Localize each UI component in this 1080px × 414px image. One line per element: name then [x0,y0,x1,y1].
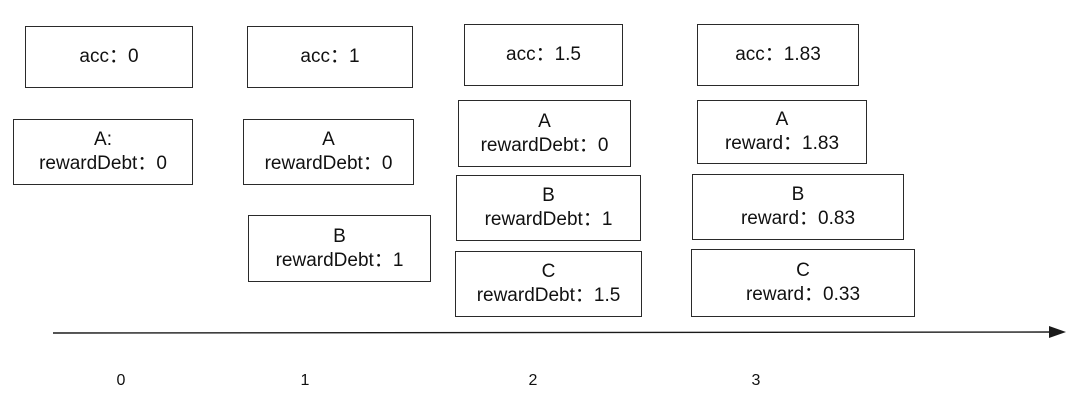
acc-box-0: acc：0 [25,26,193,88]
user-c-box-2: C rewardDebt：1.5 [455,251,642,317]
acc-label: acc：1.5 [506,44,581,65]
user-name: C [796,260,810,281]
acc-label: acc：1.83 [735,44,821,65]
user-name: A [775,109,789,130]
user-detail: rewardDebt：1.5 [476,285,621,306]
user-name: A [538,110,551,132]
user-detail: reward：0.83 [740,208,856,229]
user-detail: rewardDebt：0 [480,134,609,156]
user-a-box-3: A reward：1.83 [697,100,867,164]
user-detail: reward：0.33 [745,284,861,305]
acc-label: acc：0 [79,46,139,67]
arrow-head-icon [1049,326,1066,338]
user-c-box-3: C reward：0.33 [691,249,915,317]
user-name: A [322,129,335,150]
user-detail: rewardDebt：0 [264,153,393,174]
user-detail: rewardDebt：0 [39,153,167,174]
user-b-box-1: B rewardDebt：1 [248,215,431,282]
user-detail: rewardDebt：1 [275,249,404,271]
user-name: C [541,261,556,282]
user-name: B [791,184,805,205]
user-detail: rewardDebt：1 [484,209,613,230]
user-name: B [333,225,346,247]
user-name: A: [94,129,112,150]
acc-box-3: acc：1.83 [697,24,859,86]
user-name: B [542,185,555,206]
user-a-box-0: A: rewardDebt：0 [13,119,193,185]
acc-box-2: acc：1.5 [464,24,623,86]
user-a-box-2: A rewardDebt：0 [458,100,631,167]
timeline-tick-1: 1 [300,372,310,389]
timeline-tick-3: 3 [751,372,761,389]
timeline-tick-0: 0 [116,372,126,389]
acc-label: acc：1 [300,46,360,67]
acc-box-1: acc：1 [247,26,413,88]
user-detail: reward：1.83 [724,133,840,154]
user-b-box-2: B rewardDebt：1 [456,175,641,241]
user-b-box-3: B reward：0.83 [692,174,904,240]
timeline-axis-line [52,331,1063,334]
timeline-tick-2: 2 [528,372,538,389]
user-a-box-1: A rewardDebt：0 [243,119,414,185]
